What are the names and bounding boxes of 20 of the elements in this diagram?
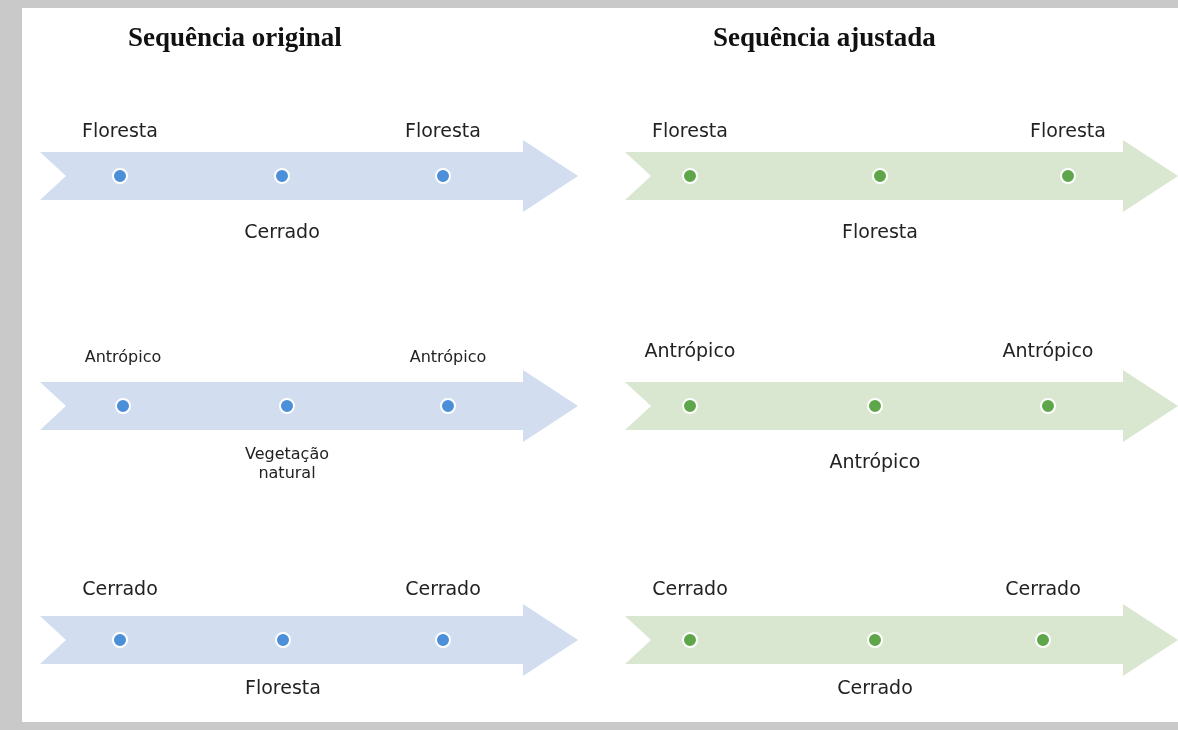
stage-label: Antrópico (409, 346, 487, 366)
stage-label: Floresta (405, 119, 481, 142)
column-heading: Sequência ajustada (713, 22, 936, 53)
stage-label: Floresta (652, 119, 728, 142)
stage-label: Antrópico (84, 346, 162, 366)
stage-label: Cerrado (82, 577, 158, 600)
column-heading: Sequência original (128, 22, 342, 53)
stage-label: Vegetação natural (244, 444, 330, 483)
stage-label: Floresta (245, 676, 321, 699)
stage-label: Cerrado (837, 676, 913, 699)
stage-label: Cerrado (405, 577, 481, 600)
stage-label: Antrópico (829, 450, 921, 473)
stage-label: Cerrado (652, 577, 728, 600)
stage-label: Floresta (1030, 119, 1106, 142)
stage-label: Cerrado (1005, 577, 1081, 600)
stage-label: Antrópico (644, 339, 736, 362)
stage-label: Cerrado (244, 220, 320, 243)
stage-label: Antrópico (1002, 339, 1094, 362)
stage-label: Floresta (82, 119, 158, 142)
stage-label: Floresta (842, 220, 918, 243)
